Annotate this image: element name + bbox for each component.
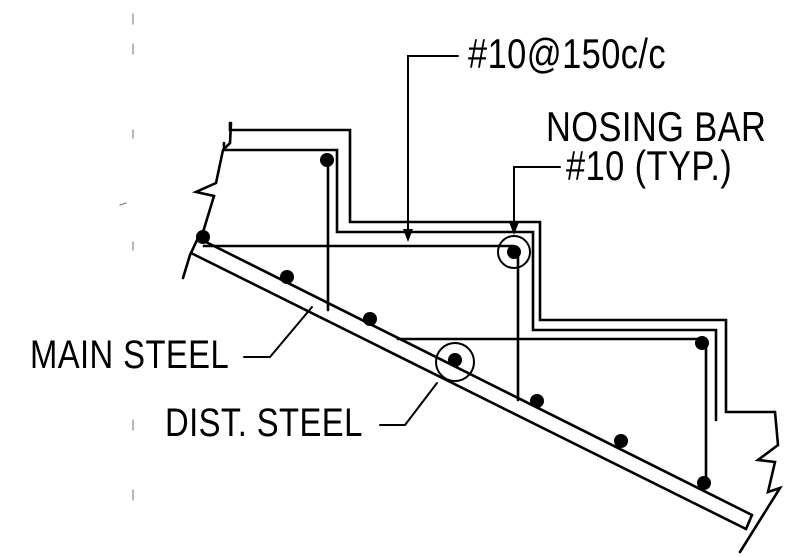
rebar-dot bbox=[507, 245, 521, 259]
rebar-dot bbox=[530, 394, 544, 408]
rebar-dot bbox=[196, 230, 210, 244]
dist-steel-highlight-circle bbox=[435, 342, 475, 382]
leader-dist-steel bbox=[379, 382, 438, 426]
bar-spacing-label: #10@150c/c bbox=[468, 30, 667, 77]
nosing-bar-highlight-circle bbox=[497, 235, 531, 269]
rebar-dot bbox=[280, 270, 294, 284]
soffit-edge-top bbox=[196, 236, 754, 517]
rebar-dot bbox=[320, 153, 334, 167]
concrete-inner-outline bbox=[222, 141, 718, 422]
dist-steel-label: DIST. STEEL bbox=[165, 401, 363, 445]
break-line-top-left bbox=[191, 121, 233, 244]
main-steel-label: MAIN STEEL bbox=[30, 333, 230, 377]
arrowhead-bar-spacing bbox=[403, 229, 413, 242]
rebar-dot bbox=[695, 336, 709, 350]
nosing-bar-size-label: #10 (TYP.) bbox=[566, 142, 733, 189]
margin-marks bbox=[119, 13, 134, 501]
rebar-dot bbox=[363, 312, 377, 326]
break-line-left-end bbox=[181, 236, 200, 280]
nosing-bar-label: NOSING BAR bbox=[546, 103, 767, 150]
leader-nosing-bar bbox=[513, 166, 561, 227]
rebar-dot bbox=[614, 434, 628, 448]
concrete-outer-outline bbox=[228, 121, 777, 414]
rebar-dot bbox=[448, 353, 462, 367]
break-line-bottom-right bbox=[738, 410, 784, 554]
leader-bar-spacing bbox=[407, 55, 459, 235]
leader-main-steel bbox=[243, 306, 313, 358]
arrowhead-nosing-bar bbox=[509, 222, 519, 235]
soffit-end-cut bbox=[744, 513, 754, 531]
rebar-dot bbox=[697, 476, 711, 490]
soffit-edge-bottom bbox=[189, 251, 748, 531]
